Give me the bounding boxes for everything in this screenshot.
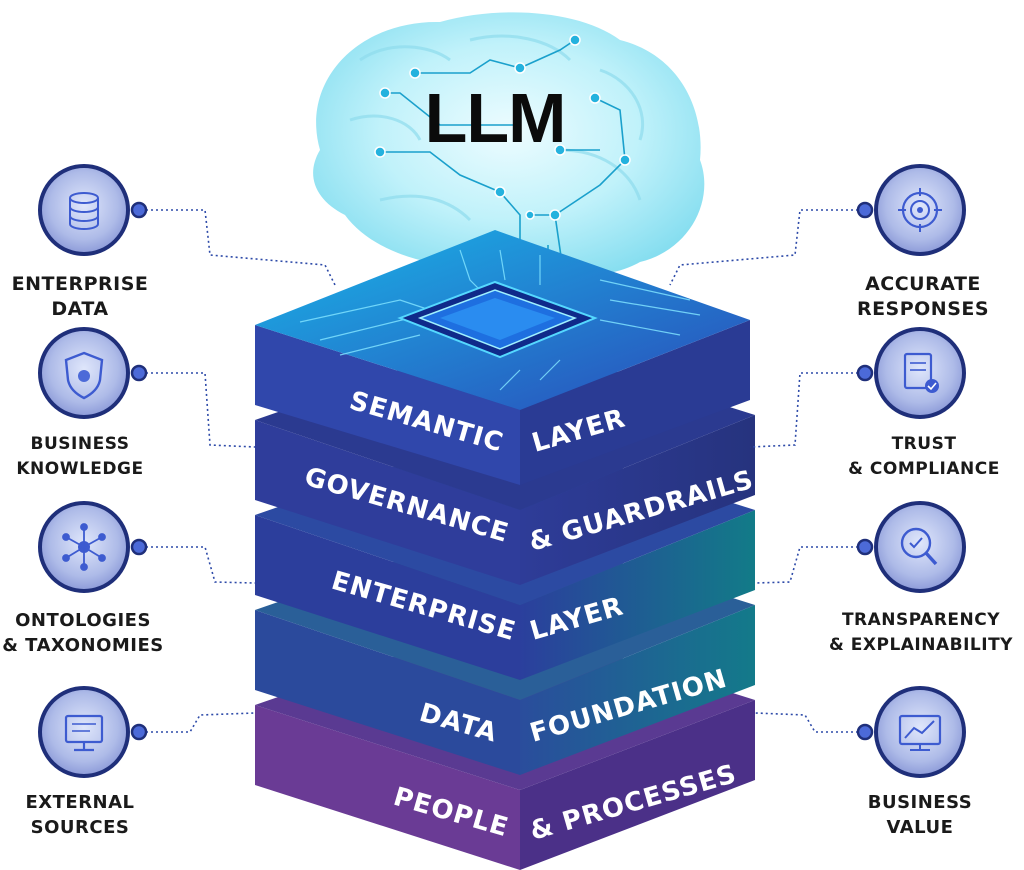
input-label-line: SOURCES bbox=[30, 817, 130, 838]
output-label-line: TRUST bbox=[891, 434, 957, 454]
input-connectors bbox=[146, 209, 336, 733]
output-icon-business-value bbox=[874, 686, 966, 778]
input-icon-ontologies bbox=[38, 501, 130, 593]
output-label-line: BUSINESS bbox=[867, 792, 973, 813]
input-icon-business-knowledge bbox=[38, 327, 130, 419]
output-label-trust-compliance: TRUST & COMPLIANCE bbox=[836, 432, 1012, 482]
input-label-ontologies: ONTOLOGIES & TAXONOMIES bbox=[0, 608, 166, 658]
output-label-business-value: BUSINESS VALUE bbox=[850, 790, 990, 840]
input-label-line: ONTOLOGIES bbox=[15, 610, 151, 631]
output-label-line: RESPONSES bbox=[856, 298, 990, 320]
input-label-external-sources: EXTERNAL SOURCES bbox=[4, 790, 156, 840]
output-icon-trust-compliance bbox=[874, 327, 966, 419]
output-label-accurate-responses: ACCURATE RESPONSES bbox=[842, 272, 1004, 322]
output-connectors bbox=[669, 209, 858, 733]
input-label-line: BUSINESS bbox=[30, 434, 130, 454]
input-label-line: ENTERPRISE bbox=[11, 273, 149, 295]
output-icon-transparency bbox=[874, 501, 966, 593]
input-label-business-knowledge: BUSINESS KNOWLEDGE bbox=[4, 432, 156, 482]
input-label-line: KNOWLEDGE bbox=[16, 459, 144, 479]
input-icon-external-sources bbox=[38, 686, 130, 778]
output-label-line: TRANSPARENCY bbox=[841, 610, 1001, 630]
layer-semantic bbox=[255, 230, 750, 485]
output-label-line: VALUE bbox=[886, 817, 954, 838]
input-label-line: DATA bbox=[51, 298, 109, 320]
output-label-transparency: TRANSPARENCY & EXPLAINABILITY bbox=[820, 608, 1022, 658]
output-label-line: ACCURATE bbox=[865, 273, 981, 295]
output-label-line: & COMPLIANCE bbox=[848, 459, 1000, 479]
output-icon-accurate-responses bbox=[874, 164, 966, 256]
input-label-line: & TAXONOMIES bbox=[2, 635, 164, 656]
diagram-title: LLM bbox=[424, 79, 567, 157]
input-label-enterprise-data: ENTERPRISE DATA bbox=[4, 272, 156, 322]
output-label-line: & EXPLAINABILITY bbox=[829, 635, 1013, 655]
input-icon-enterprise-data bbox=[38, 164, 130, 256]
input-label-line: EXTERNAL bbox=[25, 792, 135, 813]
